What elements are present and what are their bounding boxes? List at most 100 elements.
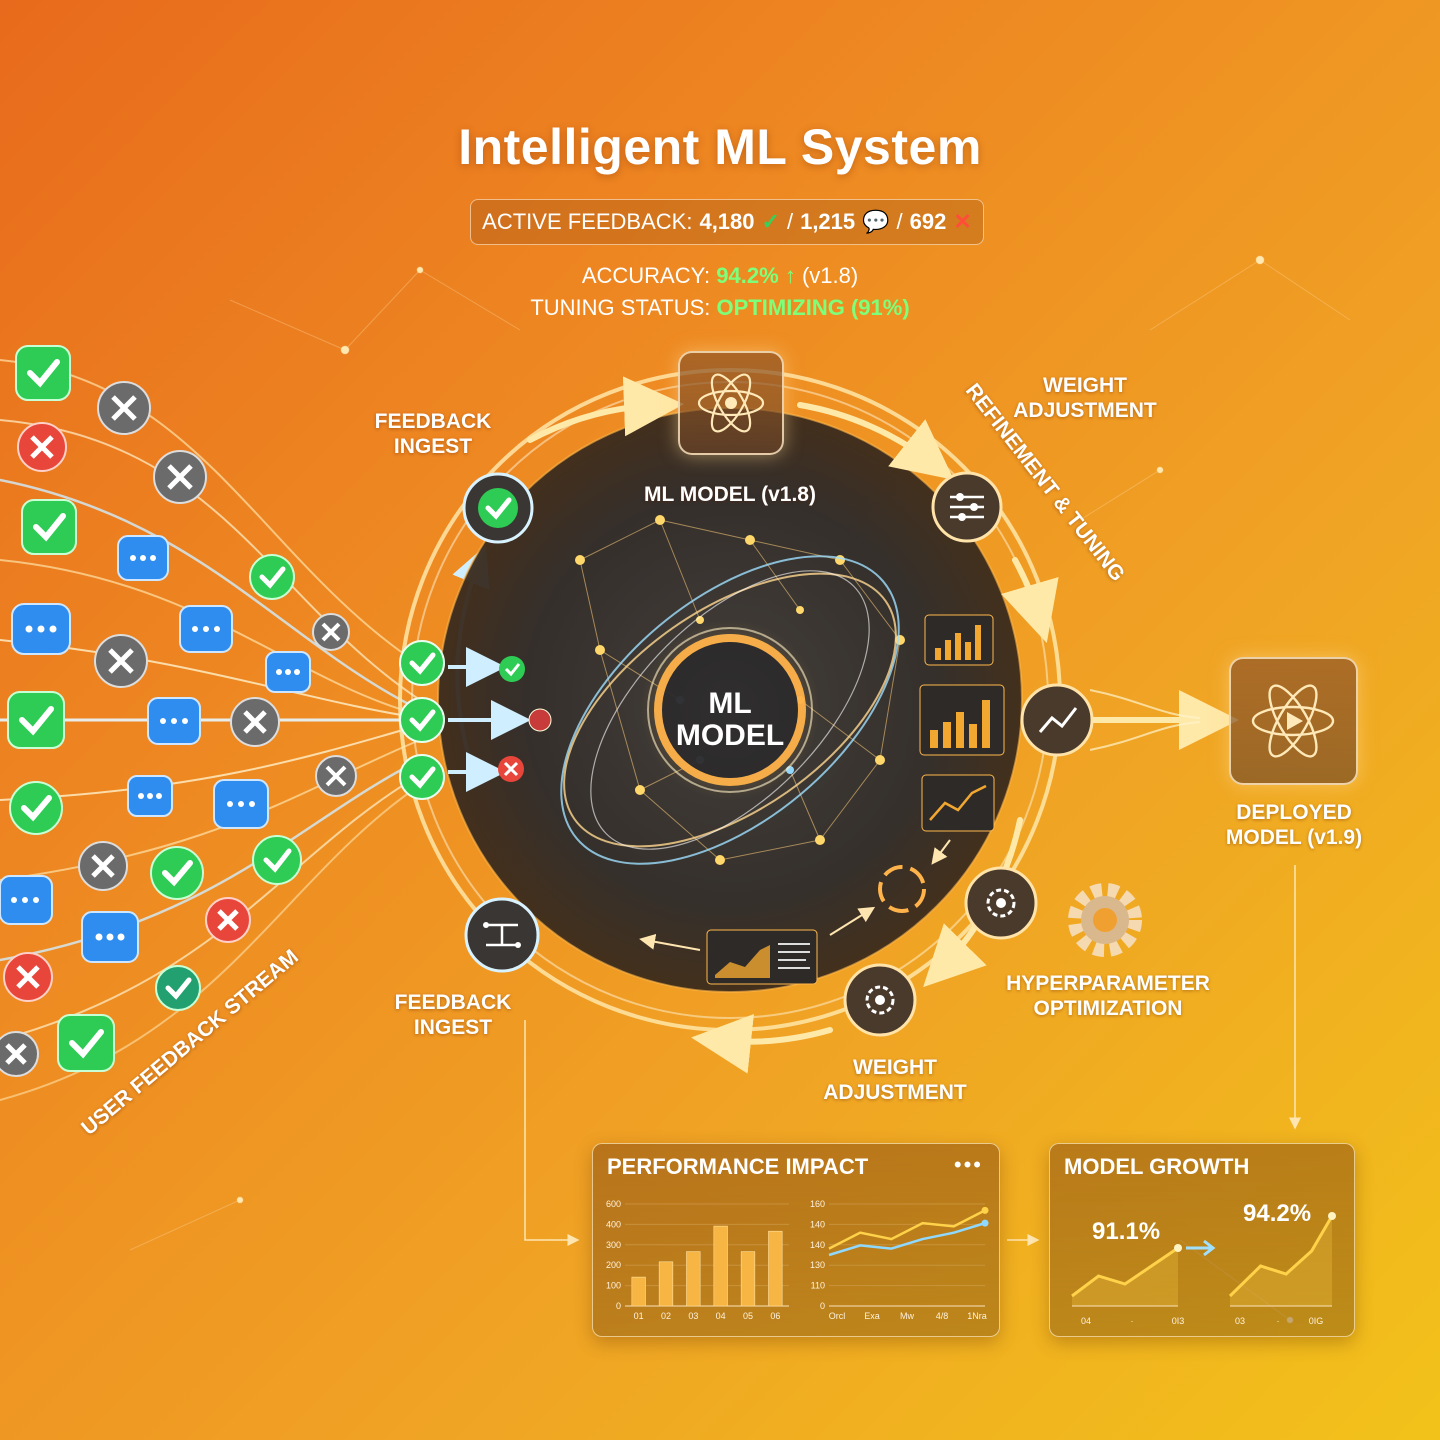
hyperparameter-line2: OPTIMIZATION xyxy=(1033,997,1183,1020)
bar xyxy=(768,1230,783,1307)
hyperparameter-gear-icon xyxy=(1068,883,1142,957)
bar-ytick-label: 200 xyxy=(606,1260,621,1270)
line-xtick-label: 1Nra xyxy=(967,1311,987,1321)
chat-bubble-icon xyxy=(179,605,233,653)
feedback-ingest-top-line1: FEEDBACK xyxy=(374,410,492,433)
growth-before-endpoint xyxy=(1174,1244,1182,1252)
chat-bubble-icon xyxy=(0,875,53,925)
x-icon xyxy=(3,952,53,1002)
check-icon xyxy=(150,846,204,900)
x-icon xyxy=(205,897,251,943)
x-icon xyxy=(94,634,148,688)
growth-right-tick: · xyxy=(1277,1316,1280,1326)
line-ytick-label: 110 xyxy=(811,1281,825,1291)
weight-adjustment-bottom-label: WEIGHT ADJUSTMENT xyxy=(815,1055,975,1105)
inner-flow-arrow xyxy=(931,839,951,865)
bar-xtick-label: 05 xyxy=(743,1311,753,1321)
accuracy-line: ACCURACY: 94.2% ↑ (v1.8) xyxy=(0,263,1440,289)
tuning-label: TUNING STATUS: xyxy=(530,295,711,320)
growth-before-line xyxy=(1071,1246,1179,1298)
core-ring xyxy=(654,634,806,786)
x-icon xyxy=(97,381,151,435)
check-icon xyxy=(57,1014,115,1072)
growth-left-tick: 04 xyxy=(1081,1316,1091,1326)
growth-left-tick: 0I3 xyxy=(1172,1316,1185,1326)
bar xyxy=(658,1261,674,1307)
x-icon xyxy=(498,756,524,782)
check-icon xyxy=(252,835,302,885)
active-feedback-label: ACTIVE FEEDBACK: xyxy=(482,209,693,234)
bar-ytick-label: 300 xyxy=(606,1240,621,1250)
line-endpoint xyxy=(981,1219,989,1227)
check-icon: ✓ xyxy=(761,209,780,234)
bar-xtick-label: 01 xyxy=(634,1311,644,1321)
bar-ytick-label: 400 xyxy=(606,1219,621,1229)
chat-bubble-icon xyxy=(81,911,139,963)
ml-model-version-label: ML MODEL (v1.8) xyxy=(644,483,816,506)
growth-before-area xyxy=(1072,1248,1178,1306)
growth-before-value: 91.1% xyxy=(1092,1218,1161,1245)
check-icon xyxy=(399,697,445,743)
line-xtick-label: Exa xyxy=(864,1311,880,1321)
growth-left-tick: · xyxy=(1131,1316,1134,1326)
check-icon xyxy=(9,781,63,835)
growth-after-value: 94.2% xyxy=(1243,1200,1312,1227)
hyperparameter-label: HYPERPARAMETER OPTIMIZATION xyxy=(1000,971,1216,1021)
bar-xtick-label: 06 xyxy=(770,1311,780,1321)
tuning-value: OPTIMIZING (91%) xyxy=(716,295,910,320)
x-icon xyxy=(312,613,350,651)
feedback-ingest-top-line2: INGEST xyxy=(393,435,473,458)
deployed-line2: MODEL (v1.9) xyxy=(1225,826,1363,849)
check-icon xyxy=(21,499,77,555)
check-icon xyxy=(7,691,65,749)
feedback-ingest-bottom-label: FEEDBACK INGEST xyxy=(380,990,526,1040)
chat-bubble-icon xyxy=(147,697,201,745)
line-xtick-label: 4/8 xyxy=(936,1311,949,1321)
more-menu-icon[interactable]: ••• xyxy=(953,1152,983,1177)
page-title: Intelligent ML System xyxy=(458,119,982,175)
weight-adjustment-bottom-line2: ADJUSTMENT xyxy=(823,1081,967,1104)
check-icon xyxy=(249,554,295,600)
growth-after-area xyxy=(1230,1216,1332,1306)
feedback-ingest-bottom-line1: FEEDBACK xyxy=(394,991,512,1014)
accuracy-label: ACCURACY: xyxy=(581,263,711,288)
arrow-up-icon: ↑ xyxy=(784,263,796,288)
line-ytick-label: 160 xyxy=(810,1199,825,1209)
ml-model-center-line1: ML xyxy=(708,687,752,720)
weight-adjustment-bottom-line1: WEIGHT xyxy=(853,1056,937,1079)
gear-icon xyxy=(843,963,917,1037)
bar xyxy=(686,1251,701,1307)
bar-xtick-label: 03 xyxy=(688,1311,698,1321)
atom-icon xyxy=(1251,684,1335,758)
feedback-ingest-node xyxy=(462,472,534,544)
weight-adjustment-top-line2: ADJUSTMENT xyxy=(1013,399,1157,422)
line-series xyxy=(828,1209,986,1250)
bar-ytick-label: 0 xyxy=(616,1301,621,1311)
sliders-icon xyxy=(931,471,1003,543)
connector-to-performance xyxy=(524,1020,580,1246)
active-feedback-summary: ACTIVE FEEDBACK: 4,180 ✓ / 1,215 💬 / 692… xyxy=(470,199,984,245)
hyperparameter-line1: HYPERPARAMETER xyxy=(1006,972,1210,995)
weight-adjustment-top-label: WEIGHT ADJUSTMENT xyxy=(1005,373,1165,423)
negative-count: 692 xyxy=(909,209,947,234)
deployed-line1: DEPLOYED xyxy=(1236,801,1352,824)
bar-xtick-label: 02 xyxy=(661,1311,671,1321)
weight-adjustment-top-line1: WEIGHT xyxy=(1043,374,1127,397)
line-endpoint xyxy=(981,1206,989,1214)
chat-bubble-icon xyxy=(213,779,269,829)
chat-bubble-icon xyxy=(127,775,173,817)
trend-up-icon xyxy=(1020,683,1094,757)
line-ytick-label: 140 xyxy=(810,1240,825,1250)
growth-right-tick: 0IG xyxy=(1309,1316,1324,1326)
orbit-arrows xyxy=(527,376,1059,1074)
x-icon xyxy=(17,422,67,472)
check-icon xyxy=(399,640,445,686)
growth-right-tick: 03 xyxy=(1235,1316,1245,1326)
line-xtick-label: Mw xyxy=(900,1311,914,1321)
bar xyxy=(713,1225,728,1307)
deployed-model-label: DEPLOYED MODEL (v1.9) xyxy=(1212,800,1376,850)
x-icon xyxy=(315,755,357,797)
x-icon xyxy=(230,697,280,747)
